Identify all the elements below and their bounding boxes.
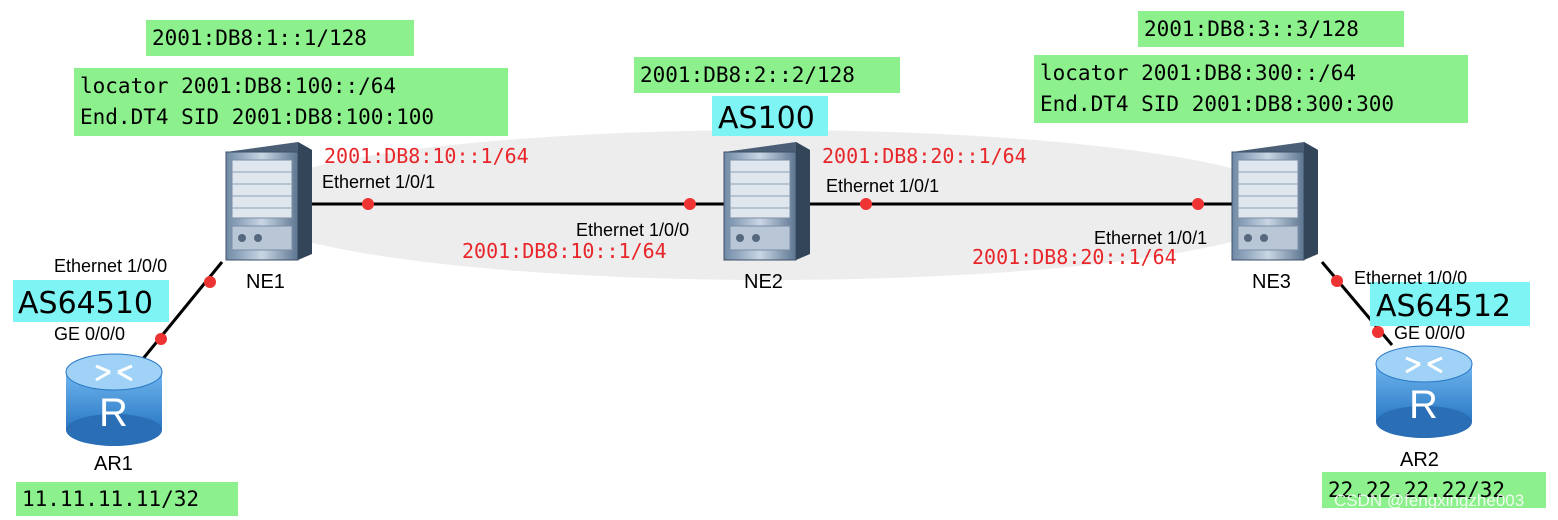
ar1-ge-label: GE 0/0/0 bbox=[54, 324, 125, 344]
ne1-ne2-address-top: 2001:DB8:10::1/64 bbox=[324, 144, 529, 168]
ne1-eth101-label: Ethernet 1/0/1 bbox=[322, 172, 435, 192]
ne2-name: NE2 bbox=[744, 271, 783, 293]
ne2-eth101-label: Ethernet 1/0/1 bbox=[826, 176, 939, 196]
ne1-sid-text: End.DT4 SID 2001:DB8:100:100 bbox=[80, 105, 434, 129]
port-dot bbox=[1331, 275, 1343, 287]
switch-chassis-icon[interactable] bbox=[723, 142, 810, 261]
ne2-ne3-address-top: 2001:DB8:20::1/64 bbox=[822, 144, 1027, 168]
ar2-loopback-box: 22.22.22.22/32 bbox=[1322, 472, 1546, 508]
ne1-loopback-box: 2001:DB8:1::1/128 bbox=[146, 20, 414, 56]
ne3-srv6-box: locator 2001:DB8:300::/64 End.DT4 SID 20… bbox=[1034, 55, 1468, 123]
as100-label-box: AS100 bbox=[712, 96, 828, 136]
ne2-loopback-box: 2001:DB8:2::2/128 bbox=[634, 57, 900, 93]
ne1-locator-text: locator 2001:DB8:100::/64 bbox=[80, 74, 396, 98]
ne1-ne2-address-bottom: 2001:DB8:10::1/64 bbox=[462, 239, 667, 263]
ne2-loopback-text: 2001:DB8:2::2/128 bbox=[640, 63, 855, 87]
as64512-label-box: AS64512 bbox=[1370, 282, 1530, 326]
router-icon[interactable]: R bbox=[1375, 345, 1473, 438]
ar2-name: AR2 bbox=[1400, 449, 1439, 471]
router-icon[interactable]: R bbox=[65, 353, 163, 446]
ar2-ge-label: GE 0/0/0 bbox=[1394, 323, 1465, 343]
as64510-label: AS64510 bbox=[18, 286, 153, 321]
port-dot bbox=[1372, 326, 1384, 338]
ne3-sid-text: End.DT4 SID 2001:DB8:300:300 bbox=[1040, 92, 1394, 116]
as64512-label: AS64512 bbox=[1376, 289, 1511, 324]
ne3-eth100-label: Ethernet 1/0/0 bbox=[1354, 268, 1467, 288]
svg-text:R: R bbox=[99, 391, 128, 435]
ar1-loopback-box: 11.11.11.11/32 bbox=[16, 482, 238, 516]
as100-label: AS100 bbox=[718, 101, 815, 136]
ne1-name: NE1 bbox=[246, 271, 285, 293]
port-dot bbox=[684, 198, 696, 210]
ar2-loopback-text: 22.22.22.22/32 bbox=[1328, 478, 1505, 502]
ne1-loopback-text: 2001:DB8:1::1/128 bbox=[152, 26, 367, 50]
port-dot bbox=[1192, 198, 1204, 210]
ne3-loopback-text: 2001:DB8:3::3/128 bbox=[1144, 17, 1359, 41]
ne1-eth100-label: Ethernet 1/0/0 bbox=[54, 256, 167, 276]
ne1-srv6-box: locator 2001:DB8:100::/64 End.DT4 SID 20… bbox=[74, 68, 508, 136]
as64510-label-box: AS64510 bbox=[13, 280, 169, 322]
ar1-loopback-text: 11.11.11.11/32 bbox=[22, 487, 199, 511]
switch-chassis-icon[interactable] bbox=[1231, 142, 1318, 261]
ne3-name: NE3 bbox=[1252, 271, 1291, 293]
port-dot bbox=[204, 276, 216, 288]
svg-text:R: R bbox=[1409, 383, 1438, 427]
ar1-name: AR1 bbox=[94, 453, 133, 475]
ne3-eth101-label: Ethernet 1/0/1 bbox=[1094, 228, 1207, 248]
ne3-loopback-box: 2001:DB8:3::3/128 bbox=[1138, 11, 1404, 47]
ne2-eth100-label: Ethernet 1/0/0 bbox=[576, 220, 689, 240]
csdn-watermark: CSDN @fengxingzhe003 bbox=[1334, 491, 1524, 510]
port-dot bbox=[155, 333, 167, 345]
port-dot bbox=[362, 198, 374, 210]
ne3-locator-text: locator 2001:DB8:300::/64 bbox=[1040, 61, 1356, 85]
ne2-ne3-address-bottom: 2001:DB8:20::1/64 bbox=[972, 245, 1177, 269]
switch-chassis-icon[interactable] bbox=[225, 142, 312, 261]
port-dot bbox=[860, 198, 872, 210]
